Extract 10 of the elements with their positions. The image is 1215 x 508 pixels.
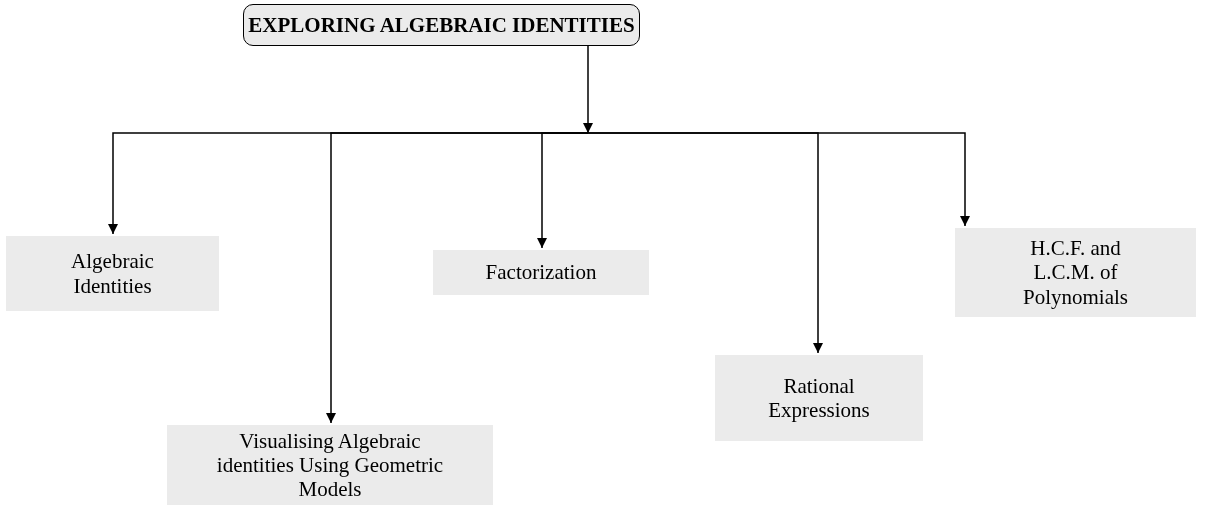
topic-label: Algebraic Identities [70, 249, 155, 298]
topic-label: H.C.F. and L.C.M. of Polynomials [1022, 236, 1129, 309]
title: EXPLORING ALGEBRAIC IDENTITIES [248, 12, 635, 38]
topic-label: Visualising Algebraic identities Using Geometric Models [215, 428, 445, 502]
title-box [243, 4, 640, 46]
arrow [536, 132, 589, 249]
topic-label: Rational Expressions [767, 373, 871, 423]
arrow [587, 132, 971, 227]
arrow [582, 45, 594, 134]
topic-label: Factorization [485, 260, 597, 285]
